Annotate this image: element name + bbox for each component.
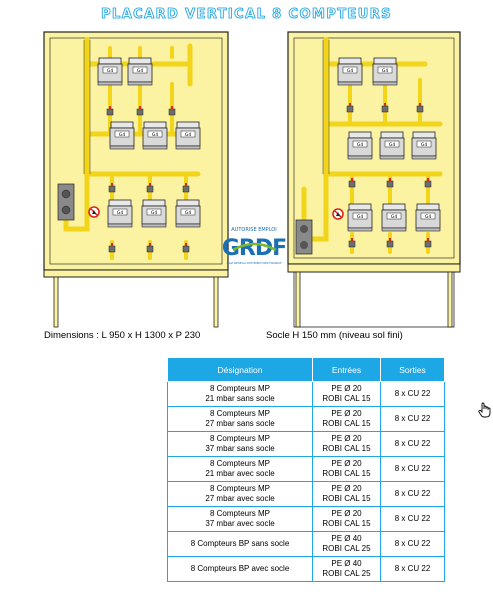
specs-table: Désignation Entrées Sorties 8 Compteurs … <box>167 357 445 582</box>
socle-label: Socle H 150 mm (niveau sol fini) <box>266 330 403 341</box>
sorties-cell: 8 x CU 22 <box>380 506 445 532</box>
dimensions-label: Dimensions : L 950 x H 1300 x P 230 <box>44 330 201 341</box>
svg-text:GRDF: GRDF <box>222 236 286 261</box>
svg-text:GAZ RESEAU DISTRIBUTION FRANCE: GAZ RESEAU DISTRIBUTION FRANCE <box>227 261 282 265</box>
sorties-cell: 8 x CU 22 <box>380 556 445 582</box>
designation-cell: 8 Compteurs BP sans socle <box>167 531 313 557</box>
svg-text:AUTORISE EMPLOI: AUTORISE EMPLOI <box>231 227 276 233</box>
header-entrees: Entrées <box>312 357 381 382</box>
sorties-cell: 8 x CU 22 <box>380 531 445 557</box>
designation-cell: 8 Compteurs BP avec socle <box>167 556 313 582</box>
table-header-row: Désignation Entrées Sorties <box>167 357 445 382</box>
sorties-cell: 8 x CU 22 <box>380 456 445 482</box>
sorties-cell: 8 x CU 22 <box>380 481 445 507</box>
hand-cursor-icon <box>478 402 491 418</box>
warning-sign-icon <box>88 206 100 218</box>
sorties-cell: 8 x CU 22 <box>380 406 445 432</box>
sorties-cell: 8 x CU 22 <box>380 431 445 457</box>
page-title: PLACARD VERTICAL 8 COMPTEURS <box>101 7 392 23</box>
cabinet-left <box>43 31 229 328</box>
grdf-logo: AUTORISE EMPLOI GRDF GAZ RESEAU DISTRIBU… <box>222 227 287 265</box>
cabinet-right <box>287 31 461 328</box>
header-sorties: Sorties <box>380 357 445 382</box>
cabinet-diagram: G4 <box>43 31 461 328</box>
sorties-cell: 8 x CU 22 <box>380 381 445 407</box>
warning-sign-icon <box>332 208 344 220</box>
header-designation: Désignation <box>167 357 313 382</box>
